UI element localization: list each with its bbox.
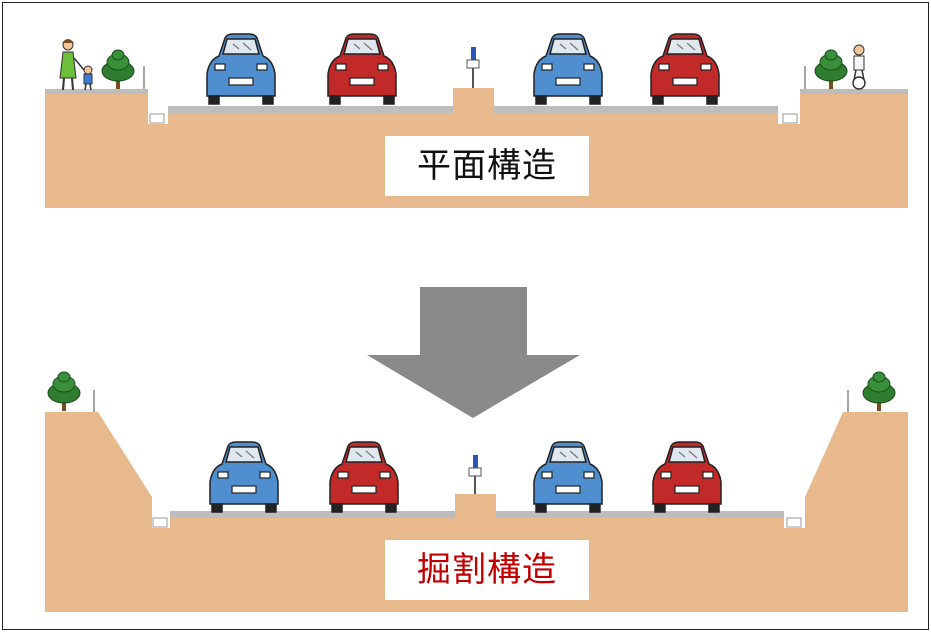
road-surface-left: [168, 106, 453, 113]
ground-cut: [45, 412, 908, 612]
tree-icon: [814, 49, 848, 90]
car-red-icon: [652, 441, 722, 513]
tree-icon: [47, 371, 81, 412]
car-blue-icon: [533, 441, 603, 513]
car-red-icon: [650, 33, 720, 105]
pedestrian-mother-child-icon: [59, 39, 93, 91]
median-sign-icon: [466, 47, 480, 88]
drain-left: [152, 517, 168, 528]
cyclist-icon: [852, 44, 866, 90]
car-red-icon: [327, 33, 397, 105]
drain-left: [149, 113, 165, 124]
sidewalk-right: [800, 89, 908, 94]
road-surface-right: [494, 106, 778, 113]
road-surface-right: [496, 511, 784, 518]
sidewalk-left: [45, 89, 148, 94]
drain-right: [782, 113, 798, 124]
median-sign-icon: [468, 455, 482, 494]
car-red-icon: [329, 441, 399, 513]
tree-icon: [101, 49, 135, 90]
arrow-down-icon: [367, 287, 580, 418]
car-blue-icon: [533, 33, 603, 105]
cut-structure-section: [45, 371, 908, 612]
car-blue-icon: [209, 441, 279, 513]
drain-right: [786, 517, 802, 528]
car-blue-icon: [206, 33, 276, 105]
road-surface-left: [170, 511, 455, 518]
flat-structure-label: 平面構造: [385, 136, 589, 196]
cut-structure-label: 掘割構造: [385, 540, 589, 600]
tree-icon: [862, 371, 896, 412]
